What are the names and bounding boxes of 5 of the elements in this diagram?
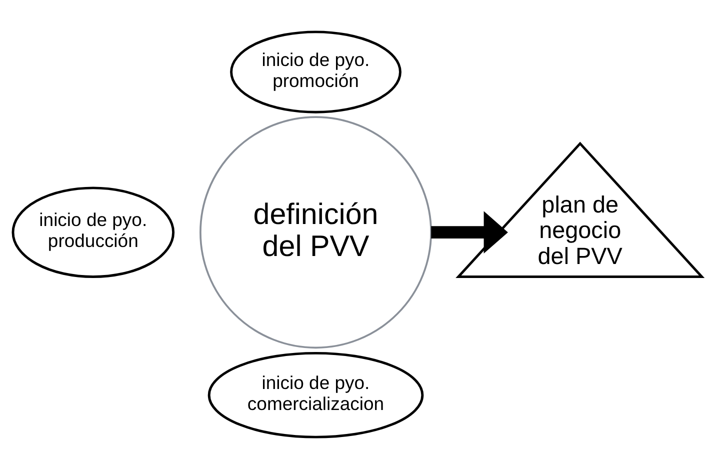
- node-ellipse: inicio de pyo. producción: [12, 186, 175, 278]
- node-ellipse: inicio de pyo. promoción: [230, 30, 402, 113]
- node-circle: definición del PVV: [200, 116, 432, 348]
- node-ellipse: inicio de pyo. comercializacion: [208, 351, 424, 438]
- arrow: [431, 210, 508, 253]
